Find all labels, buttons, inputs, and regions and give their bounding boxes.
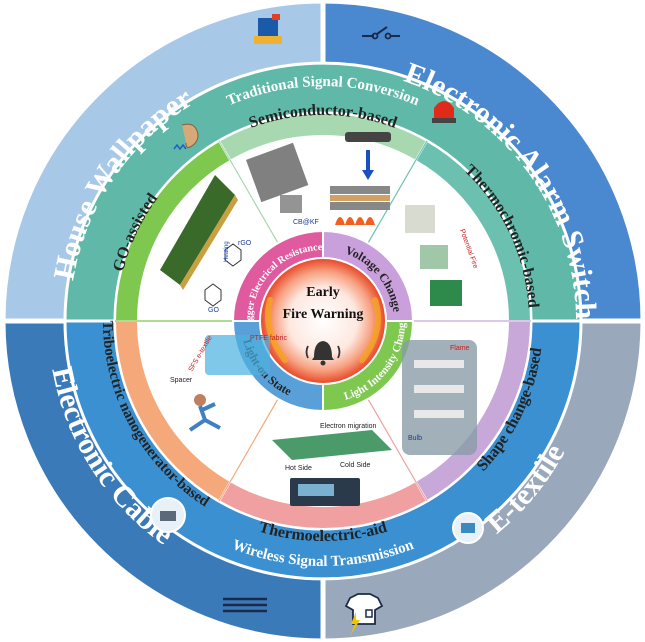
wallpaper-icon [254,14,282,44]
spacer-label: Spacer [170,377,193,384]
flame-swirl-left [264,297,288,363]
wireless-device-icon-right [452,512,484,544]
flame-label: Flame [450,345,470,352]
go-assisted-panel: GO rGO Heating [160,175,252,314]
shape-change-panel: Flame Bulb [402,340,477,455]
wireless-device-icon-left [150,497,186,533]
cb-label: CB@KF [293,219,319,226]
semiconductor-panel: CB@KF [245,132,391,226]
bulb-label: Bulb [408,435,422,442]
panel-divider [367,398,428,502]
center-title-line1: Early [306,285,339,300]
center-title-line2: Fire Warning [283,307,364,322]
inner-ring [231,229,415,413]
heating-label: Heating [224,241,230,262]
switch-icon [362,26,400,40]
hot-side-label: Hot Side [285,465,312,472]
panel-divider [218,140,279,244]
cable-icon [223,597,267,613]
thermoelectric-panel: Electron migration Hot Side Cold Side [272,423,392,506]
triboelectric-panel: PTFE fabric SFS e-textile Spacer [170,335,287,432]
alarm-light-icon [432,101,456,123]
panel-divider [218,398,279,502]
ear-icon [173,123,199,151]
flame-swirl-right [359,297,381,363]
rgo-label: rGO [238,240,252,247]
panel-divider [367,140,428,244]
shirt-icon [344,593,384,636]
center-fire-disc [261,259,385,383]
ptfe-fabric-label: PTFE fabric [250,335,287,342]
electron-migration-label: Electron migration [320,423,377,430]
cold-side-label: Cold Side [340,462,370,469]
go-label: GO [208,307,219,314]
bell-icon [305,341,341,366]
